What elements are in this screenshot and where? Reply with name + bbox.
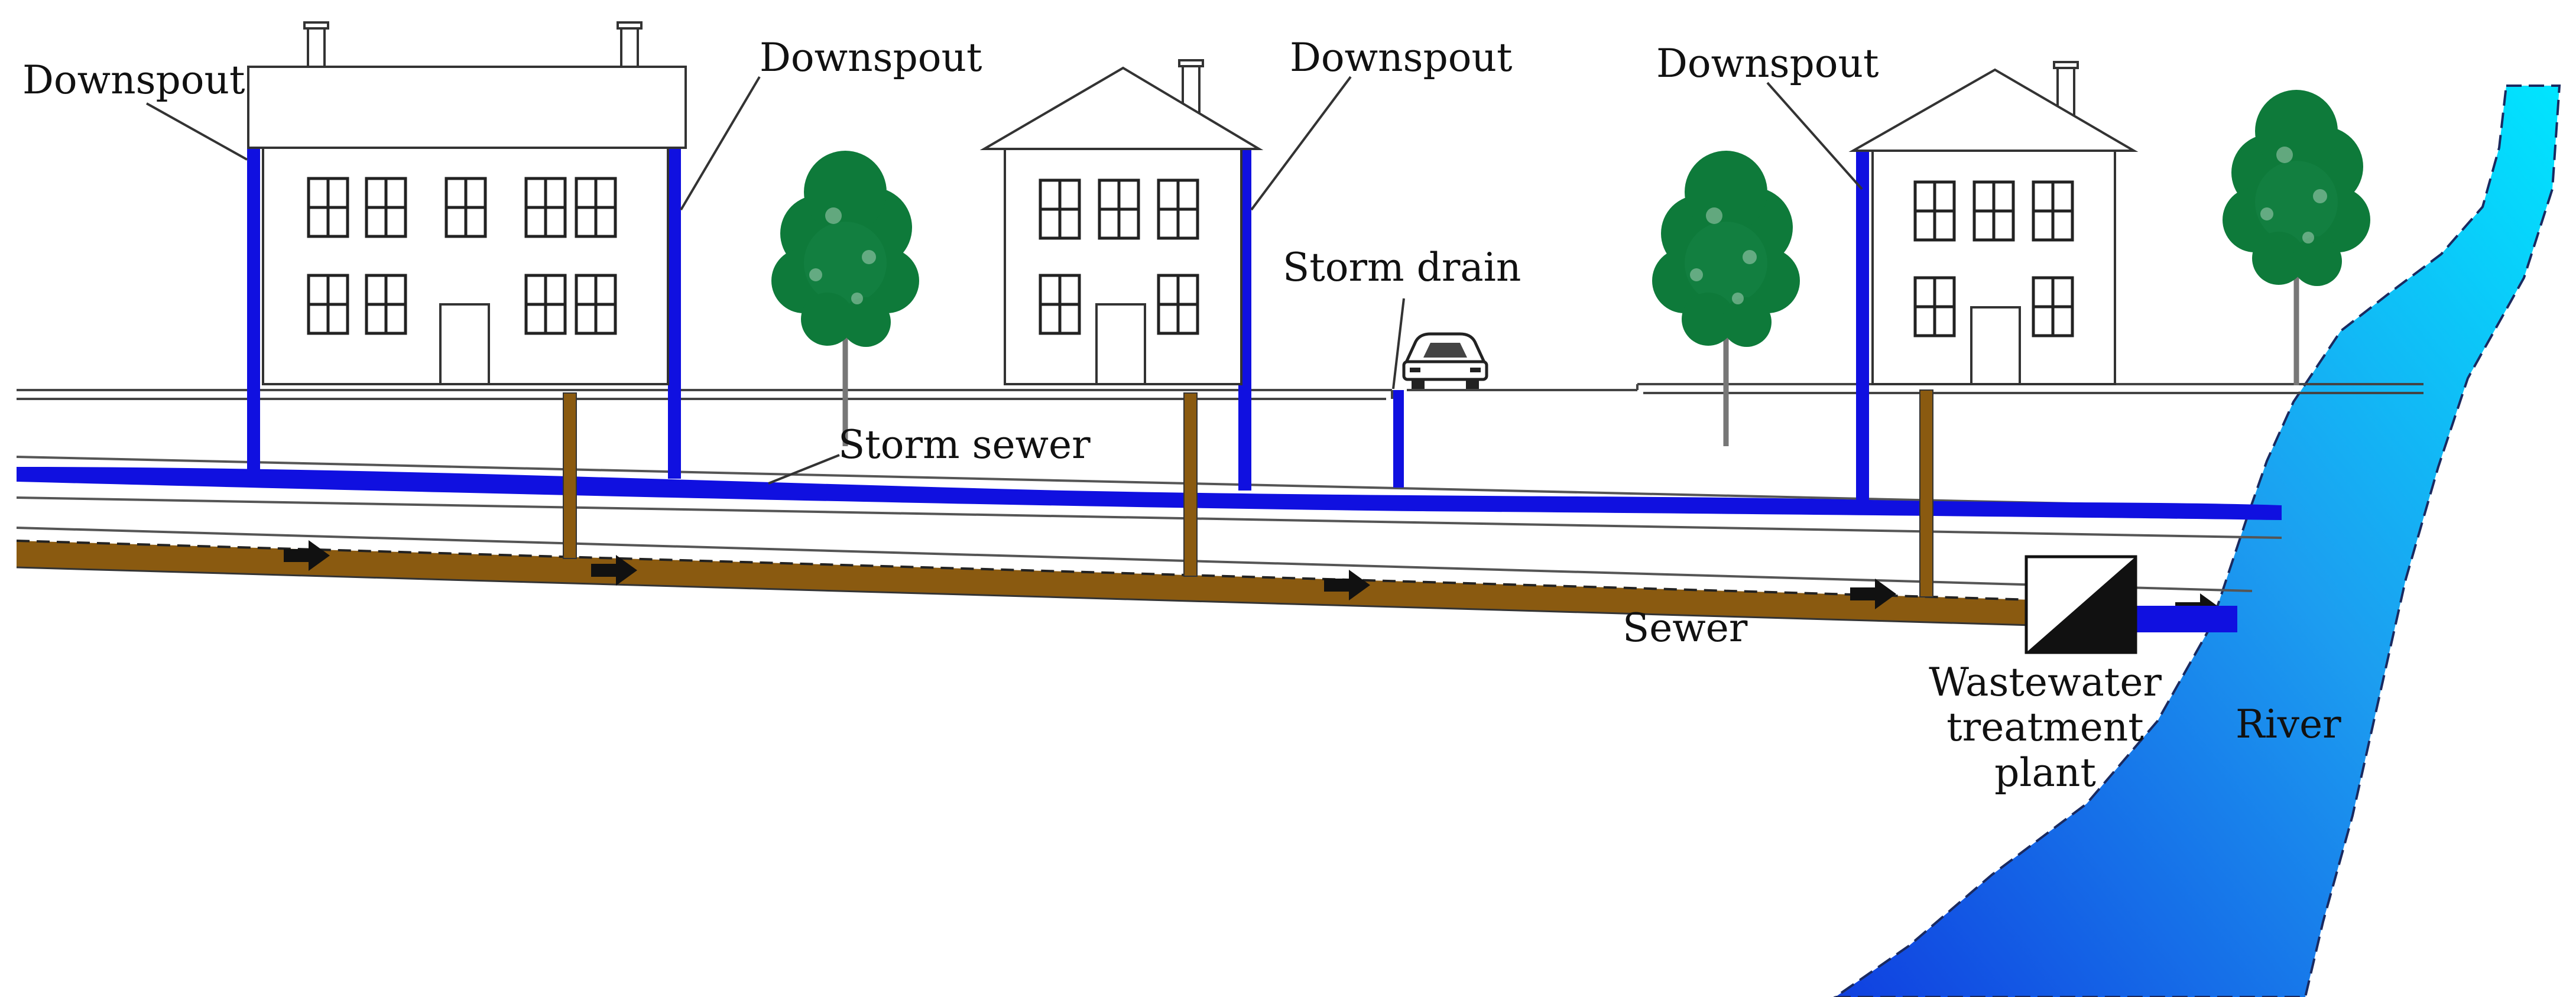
treatment-plant-icon: [2025, 555, 2137, 654]
sewer-lateral: [1919, 389, 1933, 597]
leader-lines: [146, 76, 1863, 485]
downspout-pipe: [247, 148, 260, 470]
downspout-pipe: [668, 148, 681, 479]
ground-street: [17, 383, 2423, 400]
downspout-label: Downspout: [760, 35, 982, 80]
treatment-plant-label: treatment: [1946, 704, 2144, 750]
treatment-plant-label: Wastewater: [1929, 660, 2162, 705]
storm-drain-label: Storm drain: [1283, 245, 1521, 290]
sewer-pipe: [16, 527, 2253, 626]
tree-icon: [771, 151, 919, 446]
sewer-label: Sewer: [1623, 605, 1748, 651]
river-label: River: [2236, 702, 2341, 747]
effluent-pipe: [2137, 606, 2237, 632]
downspout-label: Downspout: [22, 57, 245, 103]
downspout-label: Downspout: [1656, 41, 1879, 86]
house-icon: [1848, 61, 2139, 385]
house-icon: [979, 59, 1264, 385]
storm-sewer-label: Storm sewer: [838, 422, 1091, 467]
tree-icon: [1652, 151, 1800, 446]
downspout-label: Downspout: [1290, 35, 1513, 80]
house-icon: [247, 21, 687, 385]
downspout-pipe: [1856, 148, 1869, 502]
storm-drain-pipe: [1393, 390, 1404, 488]
river: [1833, 85, 2561, 997]
sewer-lateral: [563, 392, 577, 559]
sewer-lateral: [1183, 392, 1198, 577]
storm-sewer-pipe: [16, 456, 2282, 539]
treatment-plant-label: plant: [1994, 750, 2096, 795]
car-icon: [1402, 332, 1488, 389]
